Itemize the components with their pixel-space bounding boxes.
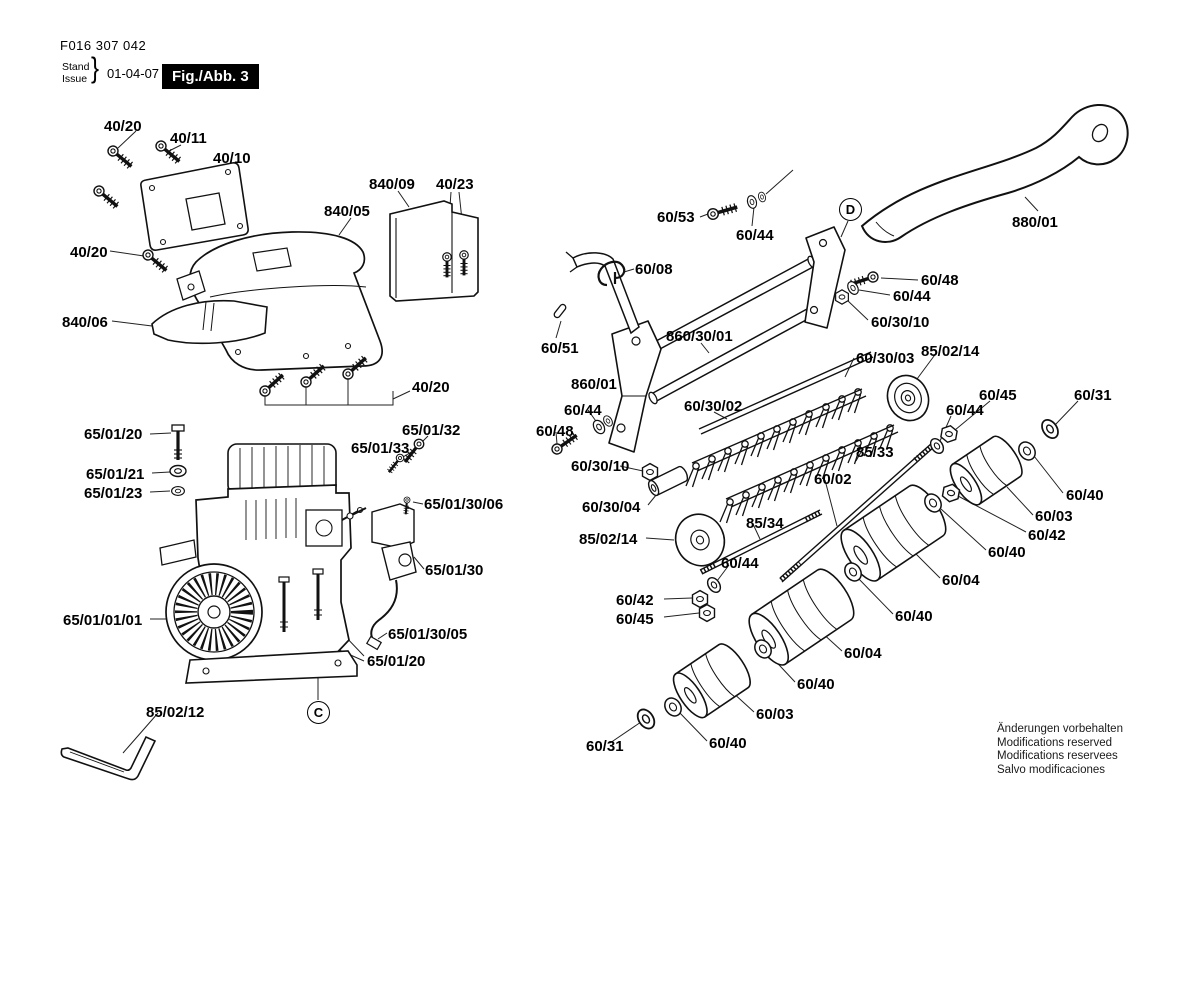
part-callout: 65/01/01/01 xyxy=(63,612,143,629)
engine-assembly-drawing xyxy=(159,424,428,684)
part-callout: 85/02/14 xyxy=(921,343,980,360)
part-callout: 60/04 xyxy=(942,572,980,589)
cover-assembly-drawing xyxy=(90,137,479,400)
part-callout: 60/53 xyxy=(657,209,695,226)
part-callout: 60/45 xyxy=(979,387,1017,404)
brace-glyph: } xyxy=(91,52,100,85)
part-callout: 60/48 xyxy=(536,423,574,440)
part-callout: 60/31 xyxy=(1074,387,1112,404)
part-callout: 60/03 xyxy=(756,706,794,723)
part-callout: 60/44 xyxy=(893,288,931,305)
issue-date: 01-04-07 xyxy=(107,66,160,81)
part-callout: 40/20 xyxy=(70,244,108,261)
part-callout: 60/30/10 xyxy=(571,458,630,475)
part-callout: 60/45 xyxy=(616,611,654,628)
part-callout: 65/01/30/05 xyxy=(388,626,468,643)
part-callout: 840/06 xyxy=(62,314,108,331)
part-callout: 60/30/02 xyxy=(684,398,743,415)
roller-chain-drawing xyxy=(633,374,1063,733)
part-callout: 65/01/20 xyxy=(84,426,143,443)
part-callout: 40/20 xyxy=(104,118,142,135)
part-callout: 860/01 xyxy=(571,376,617,393)
part-callout: 85/34 xyxy=(746,515,784,532)
part-callout: 60/40 xyxy=(895,608,933,625)
part-callout: 840/09 xyxy=(369,176,415,193)
part-callout: 65/01/23 xyxy=(84,485,143,502)
part-callout: 40/10 xyxy=(213,150,251,167)
part-callout: 880/01 xyxy=(1012,214,1058,231)
document-number: F016 307 042 xyxy=(60,38,147,53)
part-callout: 60/30/03 xyxy=(856,350,915,367)
note-line: Modifications reserved xyxy=(997,736,1113,749)
section-marker-d: D xyxy=(839,198,862,221)
part-callout: 60/44 xyxy=(721,555,759,572)
part-callout: 60/40 xyxy=(1066,487,1104,504)
handle-drawing xyxy=(860,104,1129,243)
hex-key-drawing xyxy=(60,735,157,781)
part-callout: 65/01/33 xyxy=(351,440,410,457)
part-callout: 85/02/12 xyxy=(146,704,205,721)
part-callout: 840/05 xyxy=(324,203,370,220)
leader-lines xyxy=(109,130,1079,754)
section-marker-c: C xyxy=(307,701,330,724)
note-line: Modifications reservees xyxy=(997,750,1118,762)
part-callout: 60/30/10 xyxy=(871,314,930,331)
part-callout: 60/40 xyxy=(797,676,835,693)
part-callout: 65/01/21 xyxy=(86,466,145,483)
part-callout: 860/30/01 xyxy=(666,328,733,345)
part-callout: 60/31 xyxy=(586,738,624,755)
part-callout: 85/33 xyxy=(856,444,894,461)
figure-label: Fig./Abb. 3 xyxy=(162,64,259,89)
part-callout: 65/01/30 xyxy=(425,562,484,579)
part-callout: 60/40 xyxy=(988,544,1026,561)
part-callout: 40/20 xyxy=(412,379,450,396)
part-callout: 60/08 xyxy=(635,261,673,278)
part-callout: 65/01/32 xyxy=(402,422,461,439)
part-callout: 40/11 xyxy=(170,130,207,147)
part-callout: 60/03 xyxy=(1035,508,1073,525)
part-callout: 60/44 xyxy=(564,402,602,419)
stand-label: Stand xyxy=(62,61,90,73)
part-callout: 65/01/20 xyxy=(367,653,426,670)
frame-assembly-drawing xyxy=(548,190,935,583)
note-line: Änderungen vorbehalten xyxy=(997,723,1123,735)
part-callout: 60/40 xyxy=(709,735,747,752)
part-callout: 60/48 xyxy=(921,272,959,289)
part-callout: 85/02/14 xyxy=(579,531,638,548)
part-callout: 60/42 xyxy=(616,592,654,609)
part-callout: 40/23 xyxy=(436,176,474,193)
part-callout: 60/02 xyxy=(814,471,852,488)
note-line: Salvo modificaciones xyxy=(997,763,1106,776)
part-callout: 65/01/30/06 xyxy=(424,496,504,513)
part-callout: 60/42 xyxy=(1028,527,1066,544)
part-callout: 60/04 xyxy=(844,645,882,662)
part-callout: 60/44 xyxy=(736,227,774,244)
part-callout: 60/30/04 xyxy=(582,499,641,516)
issue-label: Issue xyxy=(62,73,88,85)
part-callout: 60/44 xyxy=(946,402,984,419)
part-callout: 60/51 xyxy=(541,340,579,357)
